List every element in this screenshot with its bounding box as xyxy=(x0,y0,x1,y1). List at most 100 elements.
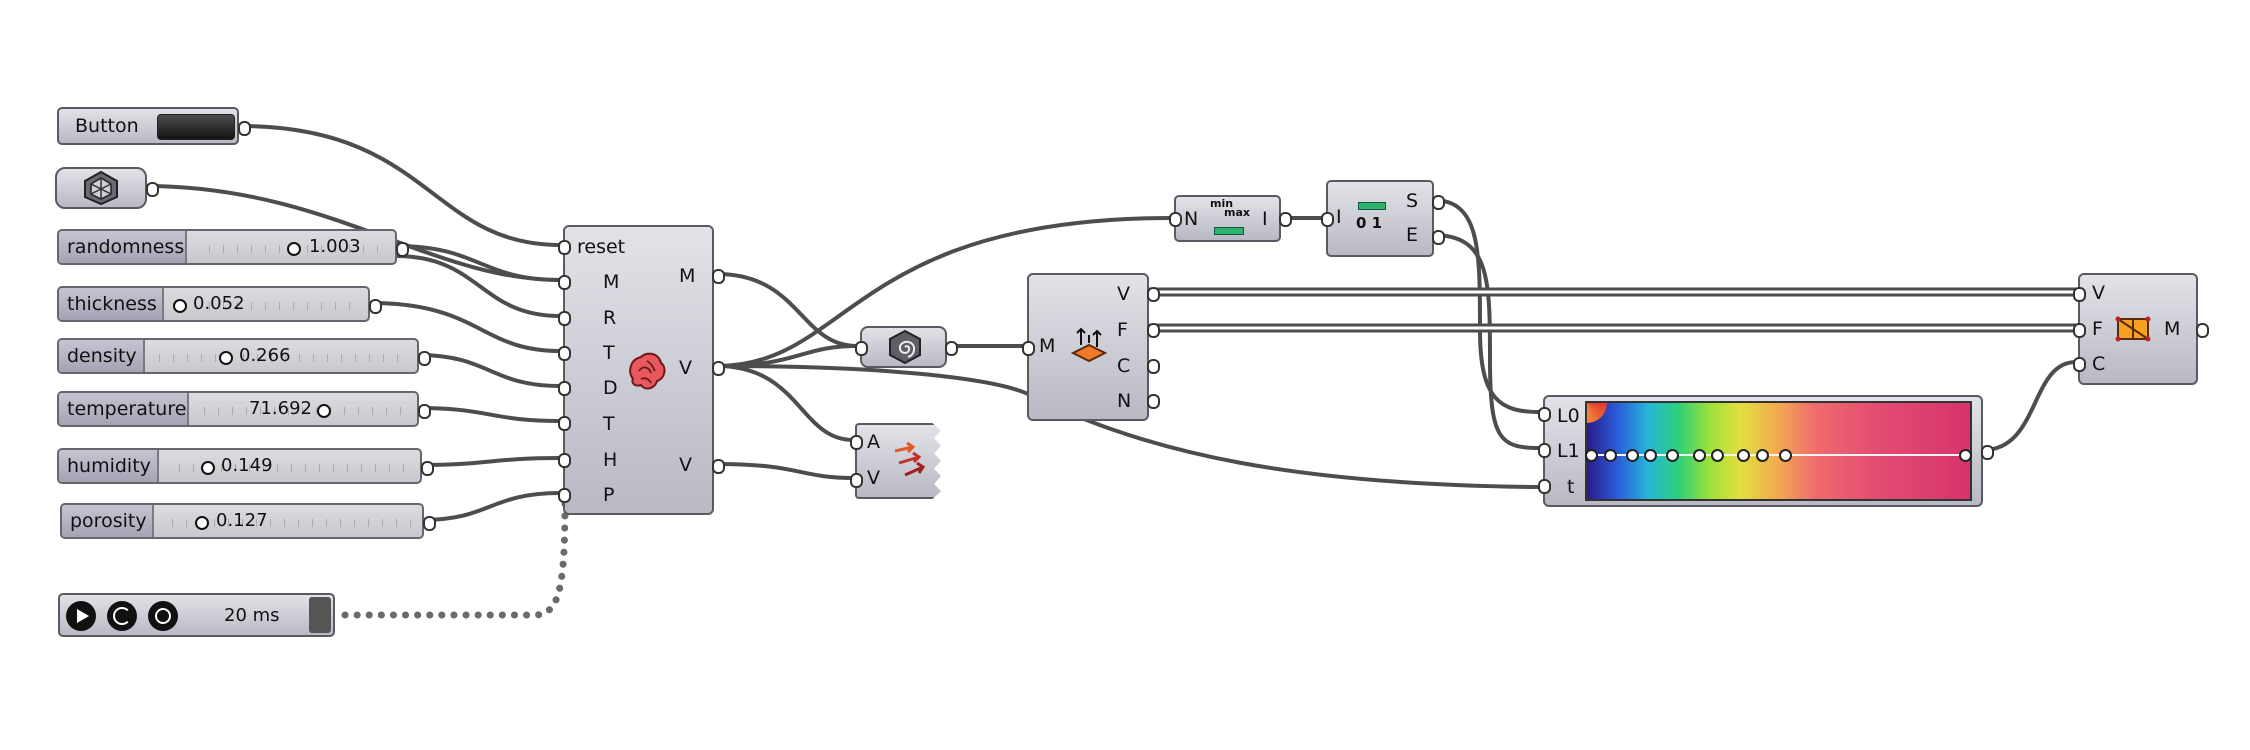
vector-display-component[interactable]: A V xyxy=(855,423,941,499)
slider-knob[interactable] xyxy=(195,516,209,530)
input-l1[interactable]: L1 xyxy=(1557,440,1580,462)
slider-knob[interactable] xyxy=(173,299,187,313)
wire-v-to-bounds xyxy=(715,216,1174,368)
input-v[interactable]: V xyxy=(867,467,880,489)
gradient-grip[interactable] xyxy=(1693,449,1706,462)
output-c[interactable]: C xyxy=(1117,355,1131,377)
wire-gradient-c xyxy=(1981,360,2078,452)
input-m[interactable]: M xyxy=(603,271,620,293)
mesh-icon xyxy=(84,170,118,206)
remap-bar-icon xyxy=(1358,202,1386,210)
gradient-grip[interactable] xyxy=(1585,449,1598,462)
input-a[interactable]: A xyxy=(867,431,880,453)
gradient-grip-line xyxy=(1587,454,1960,456)
slider-thickness[interactable]: thickness 0.052 xyxy=(57,286,370,322)
input-n[interactable]: N xyxy=(1184,208,1199,230)
slider-value: 0.149 xyxy=(221,455,273,476)
slider-knob[interactable] xyxy=(287,242,301,256)
output-i[interactable]: I xyxy=(1262,208,1268,230)
wire-v-to-a xyxy=(715,364,855,442)
bounds-bar-icon xyxy=(1214,227,1244,235)
input-t[interactable]: T xyxy=(603,342,615,364)
input-v[interactable]: V xyxy=(2092,282,2105,304)
output-v[interactable]: V xyxy=(1117,283,1130,305)
timer-component[interactable]: 20 ms xyxy=(58,593,335,637)
slider-value: 0.266 xyxy=(239,345,291,366)
output-f[interactable]: F xyxy=(1117,319,1128,341)
construct-mesh-component[interactable]: V F C M xyxy=(2078,273,2198,385)
mesh-param-component[interactable] xyxy=(55,167,147,209)
gradient-grip[interactable] xyxy=(1756,449,1769,462)
slider-label: thickness xyxy=(59,288,164,320)
stop-icon[interactable] xyxy=(148,601,178,631)
input-d[interactable]: D xyxy=(603,377,618,399)
slider-label: temperature xyxy=(59,393,189,425)
output-v[interactable]: V xyxy=(679,357,692,379)
gradient-grip[interactable] xyxy=(1779,449,1792,462)
gradient-component[interactable]: L0 L1 t xyxy=(1543,395,1983,507)
remap-range-label: 0 1 xyxy=(1356,214,1383,232)
gradient-grip[interactable] xyxy=(1666,449,1679,462)
slider-humidity[interactable]: humidity 0.149 xyxy=(57,448,422,484)
input-h[interactable]: H xyxy=(603,449,618,471)
input-l0[interactable]: L0 xyxy=(1557,405,1580,427)
input-c[interactable]: C xyxy=(2092,353,2106,375)
gradient-preview[interactable] xyxy=(1585,401,1972,501)
gradient-grip[interactable] xyxy=(1644,449,1657,462)
bounds-min-label: min xyxy=(1210,197,1234,210)
input-m[interactable]: M xyxy=(1039,335,1056,357)
slider-label: density xyxy=(59,340,145,372)
output-v2[interactable]: V xyxy=(679,454,692,476)
input-reset[interactable]: reset xyxy=(577,236,626,258)
input-i[interactable]: I xyxy=(1336,206,1342,228)
slider-knob[interactable] xyxy=(219,351,233,365)
input-t[interactable]: t xyxy=(1567,476,1575,498)
output-m[interactable]: M xyxy=(679,265,696,287)
wire-porosity-p xyxy=(420,491,562,522)
gradient-grip[interactable] xyxy=(1626,449,1639,462)
slider-knob[interactable] xyxy=(201,461,215,475)
bounds-max-label: max xyxy=(1224,206,1250,219)
slider-temperature[interactable]: temperature 71.692 xyxy=(57,391,419,427)
slider-randomness[interactable]: randomness 1.003 xyxy=(57,229,397,265)
deconstruct-mesh-component[interactable]: M V F C N xyxy=(1027,273,1149,421)
input-f[interactable]: F xyxy=(2092,318,2103,340)
wire-thickness-t xyxy=(368,301,562,353)
output-e[interactable]: E xyxy=(1406,224,1419,246)
step-icon[interactable] xyxy=(107,601,137,631)
slider-label: porosity xyxy=(62,505,154,537)
wire-humidity-h xyxy=(418,456,562,467)
button-face[interactable] xyxy=(157,114,235,140)
wire-timer-dotted xyxy=(341,496,569,619)
output-m[interactable]: M xyxy=(2164,318,2181,340)
deconstruct-mesh-icon xyxy=(1070,327,1108,363)
output-s[interactable]: S xyxy=(1406,190,1419,212)
button-component[interactable]: Button xyxy=(57,107,239,145)
play-icon[interactable] xyxy=(66,601,96,631)
slider-value: 0.127 xyxy=(216,510,268,531)
gradient-grip[interactable] xyxy=(1604,449,1617,462)
remap-component[interactable]: I S E 0 1 xyxy=(1326,180,1434,257)
slider-density[interactable]: density 0.266 xyxy=(57,338,419,374)
input-t2[interactable]: T xyxy=(603,413,615,435)
main-component[interactable]: reset M R T D T H P M V V xyxy=(563,225,714,515)
gradient-corner-icon xyxy=(1587,403,1607,423)
slider-knob[interactable] xyxy=(317,404,331,418)
arrows-icon xyxy=(894,441,926,477)
slider-porosity[interactable]: porosity 0.127 xyxy=(60,503,424,539)
bounds-component[interactable]: N I min max xyxy=(1174,195,1281,242)
input-p[interactable]: P xyxy=(603,484,615,506)
gradient-grip[interactable] xyxy=(1737,449,1750,462)
slider-value: 1.003 xyxy=(309,236,361,257)
slider-value: 71.692 xyxy=(249,398,312,419)
slider-value: 0.052 xyxy=(193,293,245,314)
gradient-grip[interactable] xyxy=(1959,449,1972,462)
gradient-grip[interactable] xyxy=(1711,449,1724,462)
geometry-param-component[interactable] xyxy=(860,326,947,368)
output-n[interactable]: N xyxy=(1117,390,1132,412)
input-r[interactable]: R xyxy=(603,307,617,329)
wire-e-l1 xyxy=(1431,233,1542,450)
timer-handle[interactable] xyxy=(309,597,331,633)
wire-randomness-r xyxy=(394,254,562,318)
